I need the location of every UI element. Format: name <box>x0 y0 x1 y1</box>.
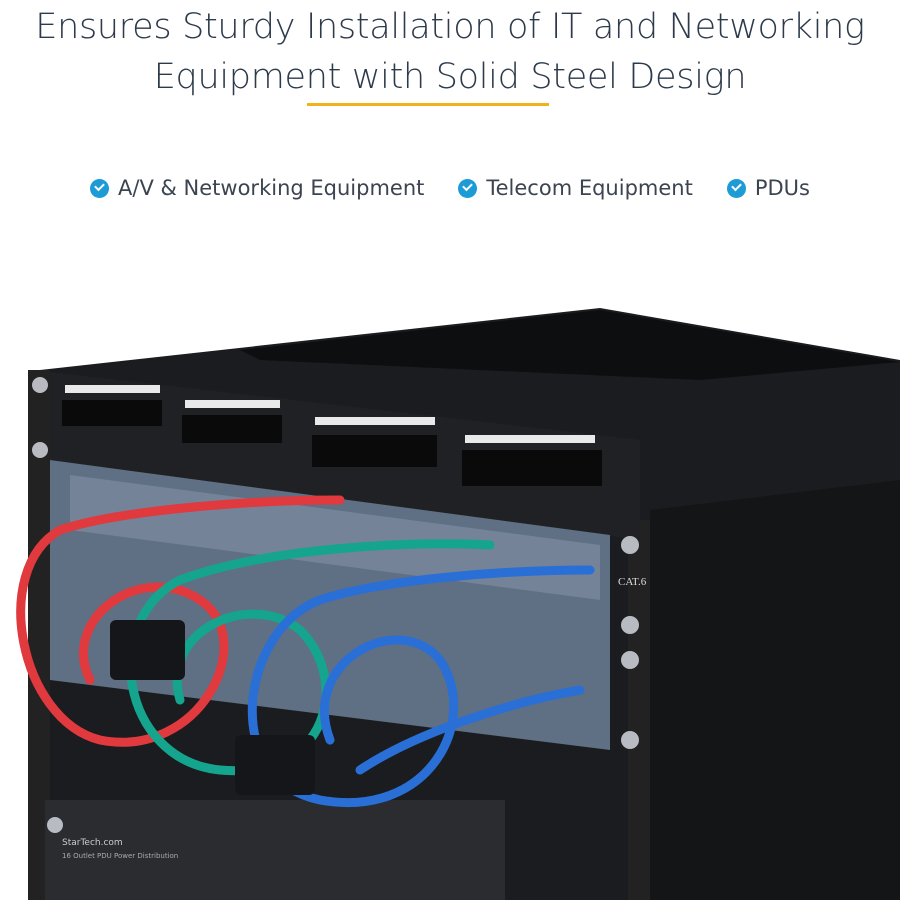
feature-item: PDUs <box>726 176 810 200</box>
rack-interior <box>240 310 900 380</box>
velcro-strap <box>235 735 315 795</box>
check-circle-icon <box>726 178 746 198</box>
pdu-text: 16 Outlet PDU Power Distribution <box>62 852 178 860</box>
blue-cable <box>247 565 595 807</box>
title-line-1: Ensures Sturdy Installation of IT and Ne… <box>35 7 865 47</box>
check-circle-icon <box>458 178 478 198</box>
feature-label: PDUs <box>754 176 810 200</box>
title-line-2: Equipment with Solid Steel Design <box>153 57 747 97</box>
red-cable <box>16 495 345 747</box>
green-cable <box>126 539 495 776</box>
ethernet-ports <box>62 400 602 486</box>
cat6-label: CAT.6 <box>618 576 647 588</box>
check-circle-icon <box>90 178 110 198</box>
velcro-strap <box>110 620 185 680</box>
page-title: Ensures Sturdy Installation of IT and Ne… <box>0 2 900 102</box>
feature-item: Telecom Equipment <box>458 176 693 200</box>
rack-screws <box>32 377 639 833</box>
feature-list: A/V & Networking Equipment Telecom Equip… <box>0 176 900 200</box>
product-photo-rack: CAT.6 StarTech.com 16 Outlet PDU Power D… <box>16 308 900 900</box>
feature-item: A/V & Networking Equipment <box>90 176 424 200</box>
pdu-brand: StarTech.com <box>62 838 123 848</box>
port-label-strips <box>65 385 595 443</box>
feature-label: A/V & Networking Equipment <box>118 176 425 200</box>
rack-rail-left <box>28 370 50 900</box>
rack-rail-right <box>628 520 650 900</box>
rack-side-panel <box>650 480 900 900</box>
feature-label: Telecom Equipment <box>486 176 693 200</box>
title-underline <box>307 103 549 106</box>
pdu <box>45 800 505 900</box>
